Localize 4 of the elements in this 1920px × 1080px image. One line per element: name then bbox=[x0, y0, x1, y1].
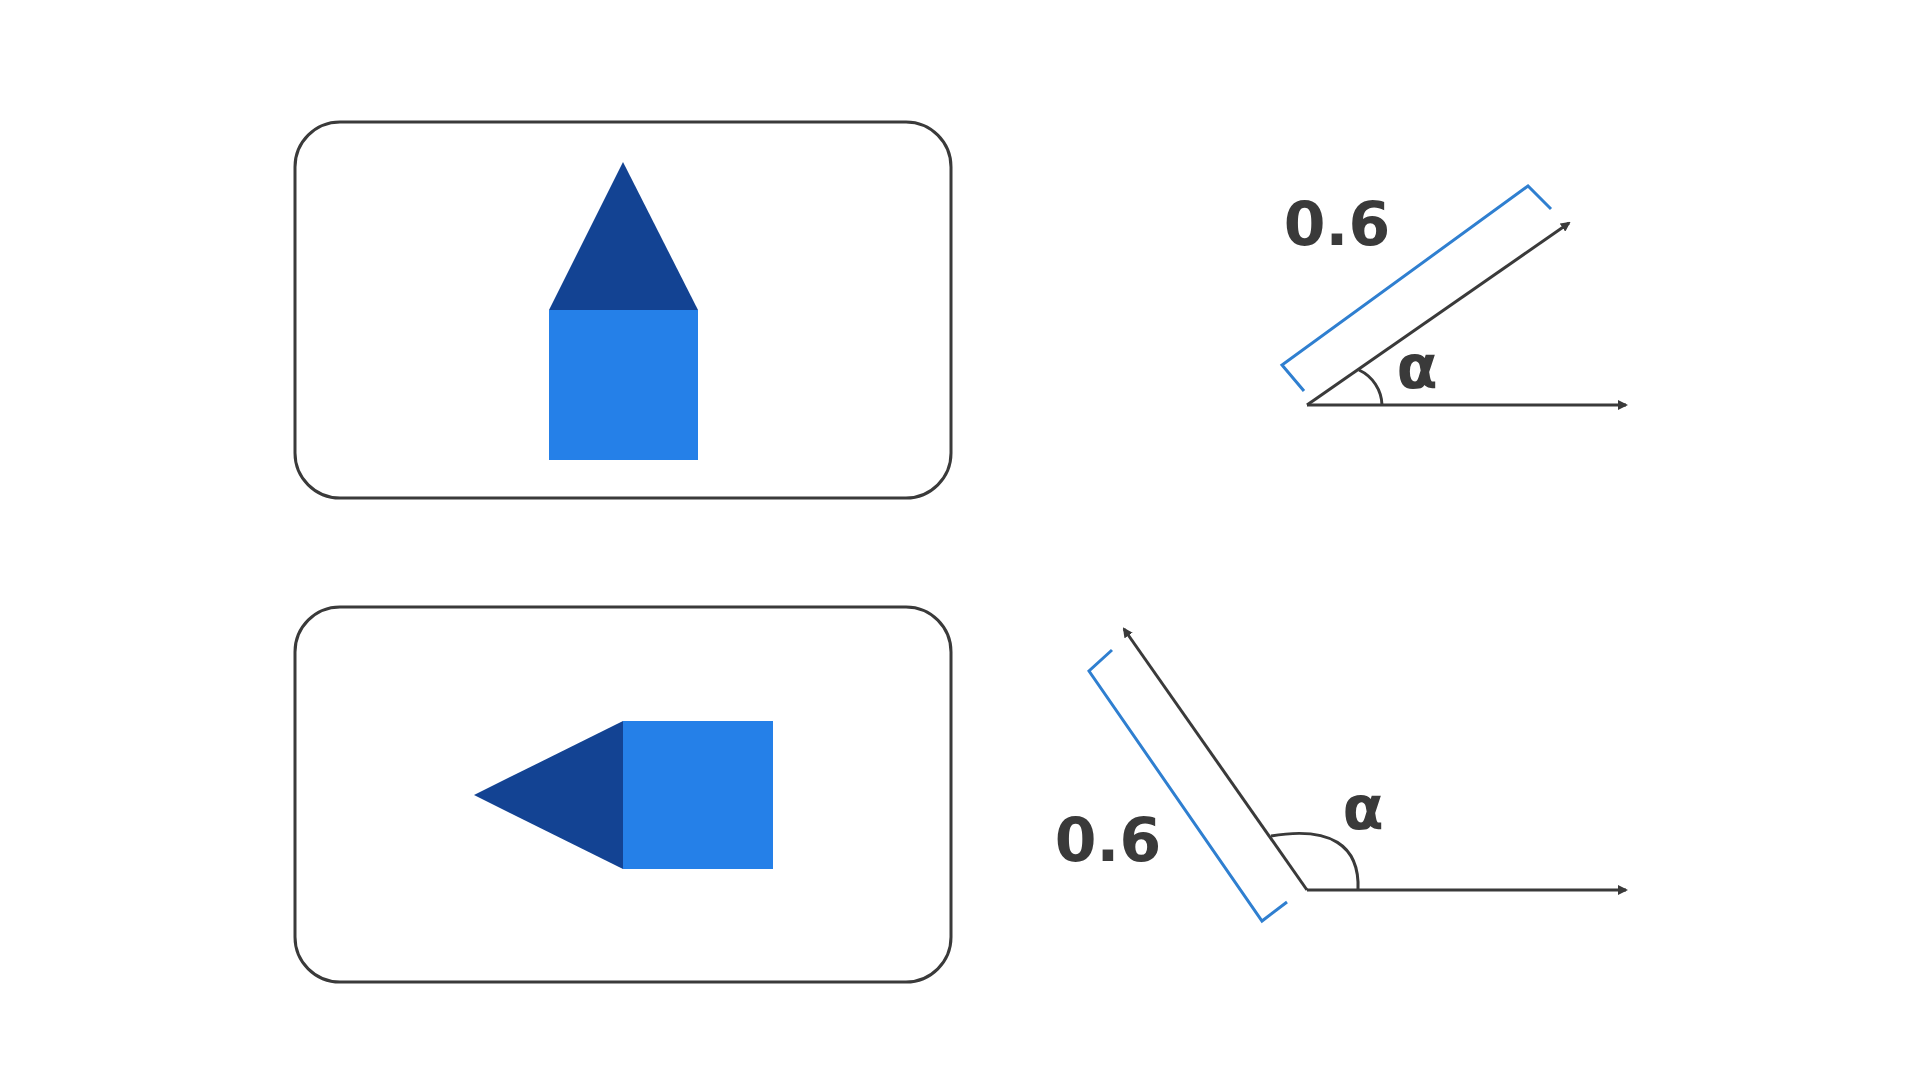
dimension-label: α bbox=[1342, 778, 1384, 838]
dimension-label: 0.6 bbox=[1283, 194, 1391, 254]
dimension-label: 0.6 bbox=[1054, 810, 1162, 870]
dimension-label: α bbox=[1396, 337, 1438, 397]
